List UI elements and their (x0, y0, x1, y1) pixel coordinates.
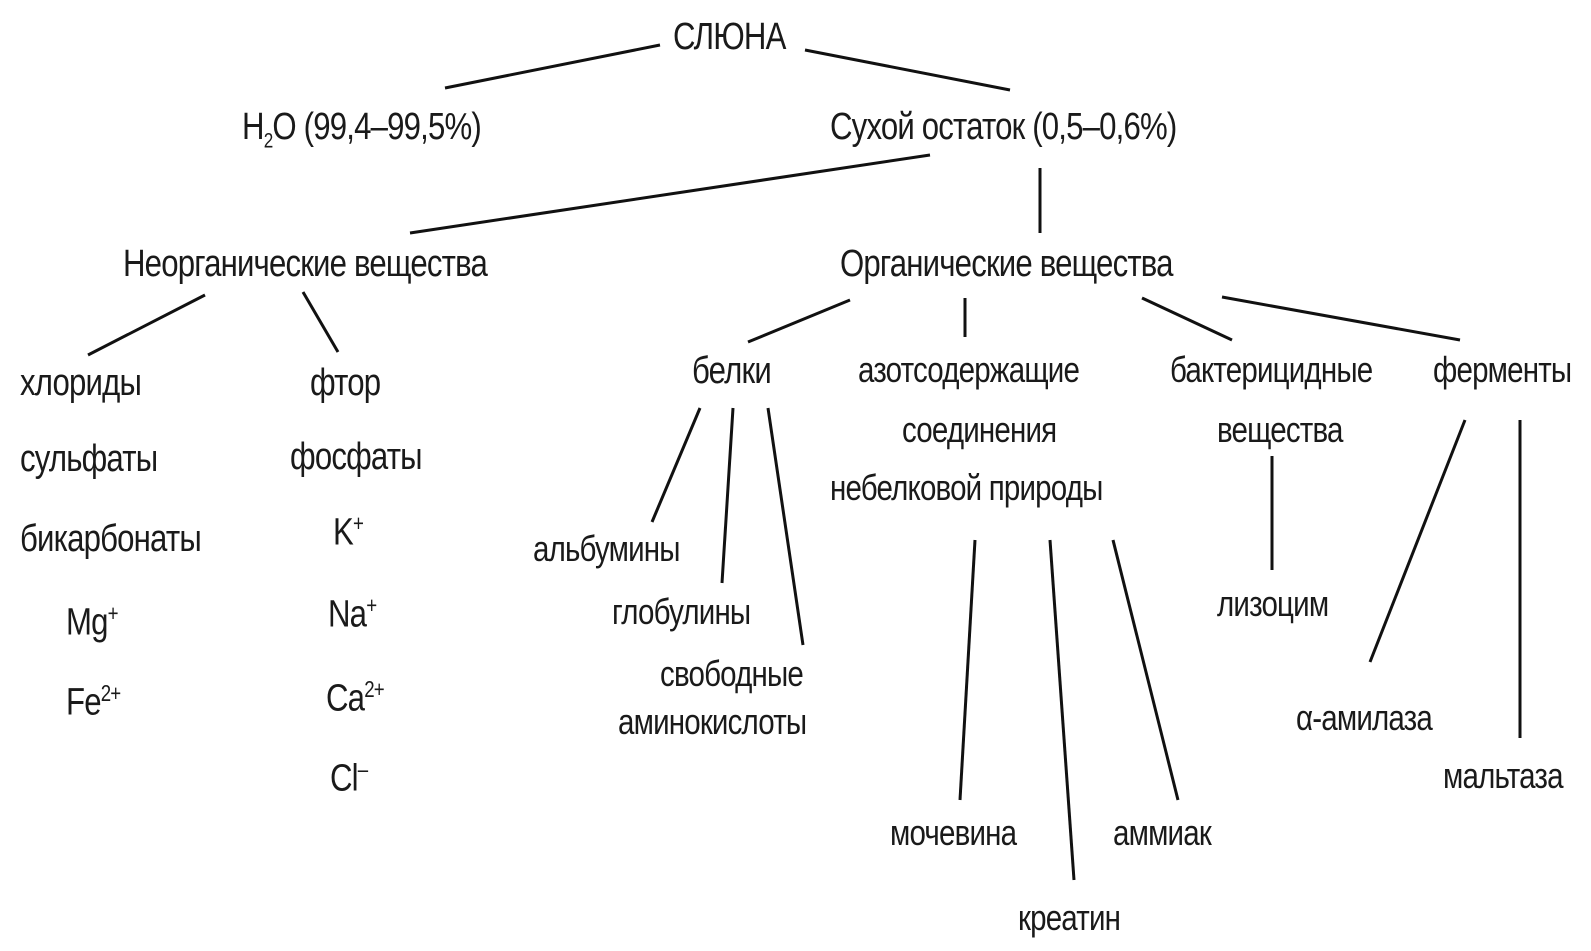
ion-cl: Cl– (330, 756, 368, 800)
ion-k-charge: + (352, 510, 364, 536)
ion-ca-charge: 2+ (364, 676, 384, 702)
bactericidal-lysozyme: лизоцим (1217, 583, 1329, 624)
line-inorganic-chlorides (87, 293, 206, 357)
ion-k-base: K (333, 511, 354, 554)
nitrogen-creatine: креатин (1018, 897, 1121, 938)
line-enzymes-amylase (1368, 419, 1467, 663)
proteins-title: белки (692, 350, 772, 392)
line-organic-enzymes (1221, 295, 1461, 342)
nitrogen-line-1: азотсодержащие (858, 349, 1080, 390)
inorganic-chlorides: хлориды (20, 362, 142, 404)
ion-cl-base: Cl (330, 757, 359, 800)
line-organic-bactericidal (1141, 296, 1233, 342)
ion-fe-base: Fe (66, 681, 102, 724)
protein-free: свободные (660, 653, 804, 694)
line-proteins-albumins (650, 407, 702, 523)
line-nitrogen-ammonia (1111, 539, 1180, 801)
line-nitrogen-creatine (1048, 539, 1076, 881)
ion-k: K+ (333, 510, 364, 554)
enzymes-title: ферменты (1433, 349, 1572, 390)
dry-residue-label: Сухой остаток (0,5–0,6%) (830, 106, 1177, 148)
enzyme-maltase: мальтаза (1443, 755, 1564, 796)
ion-fe: Fe2+ (66, 680, 122, 724)
bactericidal-line-2: вещества (1217, 409, 1343, 450)
line-proteins-globulins (720, 407, 735, 584)
line-inorganic-fluorine (301, 291, 340, 353)
line-nitrogen-urea (958, 539, 977, 801)
nitrogen-urea: мочевина (890, 812, 1017, 853)
nitrogen-line-3: небелковой природы (830, 467, 1103, 508)
enzyme-amylase: α-амилаза (1296, 697, 1433, 738)
water-suffix: O (99,4–99,5%) (272, 106, 481, 148)
nitrogen-line-2: соединения (902, 409, 1057, 450)
protein-amino-acids: аминокислоты (618, 701, 807, 742)
inorganic-phosphates: фосфаты (290, 436, 423, 478)
ion-mg-charge: + (107, 600, 119, 626)
line-proteins-free-aa (766, 407, 805, 646)
root-saliva-label: СЛЮНА (673, 16, 786, 58)
nitrogen-ammonia: аммиак (1113, 812, 1212, 853)
ion-na-base: Na (328, 593, 367, 636)
ion-ca-base: Ca (326, 677, 365, 720)
ion-ca: Ca2+ (326, 676, 385, 720)
water-prefix: H (242, 106, 265, 148)
protein-globulins: глобулины (612, 591, 751, 632)
inorganic-fluorine: фтор (310, 362, 381, 404)
ion-mg-base: Mg (66, 601, 108, 644)
organic-title: Органические вещества (840, 243, 1173, 285)
ion-cl-charge: – (357, 756, 368, 782)
inorganic-bicarbonates: бикарбонаты (20, 518, 202, 560)
inorganic-sulfates: сульфаты (20, 438, 158, 480)
water-label: H2O (99,4–99,5%) (242, 106, 482, 153)
protein-albumins: альбумины (533, 528, 680, 569)
bactericidal-line-1: бактерицидные (1170, 349, 1373, 390)
water-subscript: 2 (263, 129, 274, 153)
line-organic-proteins (747, 298, 851, 344)
ion-mg: Mg+ (66, 600, 119, 644)
inorganic-title: Неорганические вещества (123, 243, 488, 285)
ion-fe-charge: 2+ (100, 680, 122, 706)
line-root-water (444, 43, 661, 90)
line-root-dry (804, 48, 1011, 92)
line-dry-inorganic (409, 153, 931, 235)
ion-na-charge: + (366, 592, 377, 618)
ion-na: Na+ (328, 592, 377, 636)
